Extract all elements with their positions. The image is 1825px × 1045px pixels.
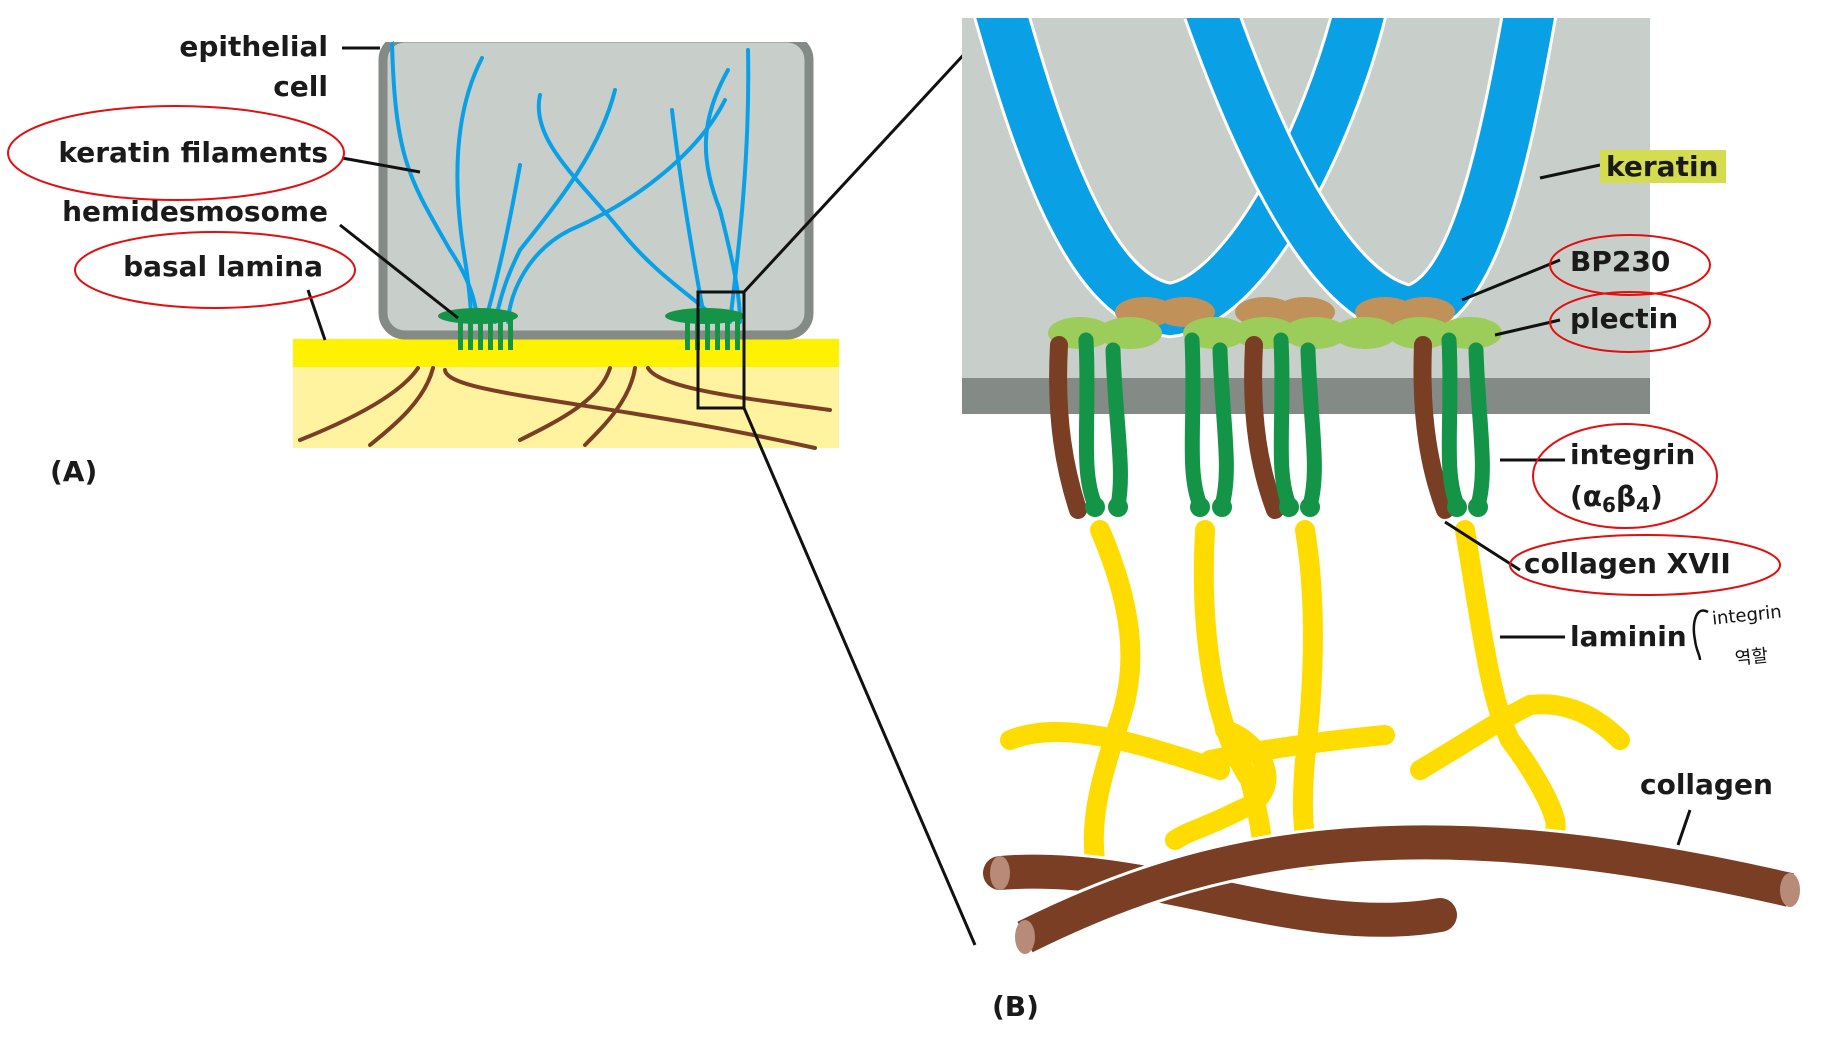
basal-lamina-band	[293, 339, 839, 367]
annotation-circle-integrin	[1532, 423, 1718, 529]
panel-a	[7, 30, 977, 946]
handwritten-note-line2: 역할	[1733, 645, 1770, 670]
zoom-region-box	[696, 290, 746, 410]
integrin-alpha-sub: 6	[1602, 493, 1616, 517]
label-laminin: laminin	[1570, 620, 1687, 653]
label-integrin: integrin	[1570, 438, 1696, 471]
handwritten-bracket	[1692, 609, 1709, 661]
label-collagen: collagen	[1640, 768, 1773, 801]
integrin-beta-sub: 4	[1636, 493, 1650, 517]
leader-lines-b	[1444, 163, 1692, 846]
label-keratin-filaments: keratin filaments	[58, 136, 328, 169]
label-hemidesmosome: hemidesmosome	[62, 195, 328, 228]
collagen-xvii-molecules	[1049, 336, 1454, 519]
collagen-fibers-a	[298, 366, 832, 450]
panel-b-letter: (B)	[992, 990, 1039, 1023]
hemidesmosome-left	[438, 308, 518, 350]
label-integrin-subunits: (α6β4)	[1570, 480, 1663, 522]
annotation-circle-collagen-xvii	[1509, 534, 1781, 596]
label-plectin: plectin	[1570, 302, 1679, 335]
annotation-circle-bp230	[1549, 234, 1711, 296]
label-basal-lamina: basal lamina	[123, 250, 323, 283]
hemidesmosome-right	[665, 308, 745, 350]
label-keratin: keratin	[1600, 150, 1727, 184]
integrin-heads	[1085, 497, 1488, 517]
panel-a-letter: (A)	[50, 455, 98, 488]
panel-b	[962, 18, 1800, 955]
keratin-highlight: keratin	[1600, 150, 1727, 183]
label-collagen-xvii: collagen XVII	[1524, 547, 1731, 580]
label-epithelial-cell-line2: cell	[273, 70, 328, 103]
annotation-circle-plectin	[1549, 291, 1711, 353]
annotation-circle-keratin-filaments	[7, 105, 345, 201]
label-bp230: BP230	[1570, 245, 1671, 278]
integrin-beta: β	[1615, 480, 1637, 513]
integrin-alpha: (α	[1570, 480, 1603, 513]
keratin-filaments-a	[390, 40, 751, 324]
collagen-fibers-b	[980, 822, 1800, 955]
integrin-close: )	[1649, 480, 1663, 513]
label-epithelial-cell-line1: epithelial	[179, 30, 328, 63]
integrin-molecules	[1078, 332, 1490, 513]
annotation-circle-basal-lamina	[74, 231, 356, 309]
